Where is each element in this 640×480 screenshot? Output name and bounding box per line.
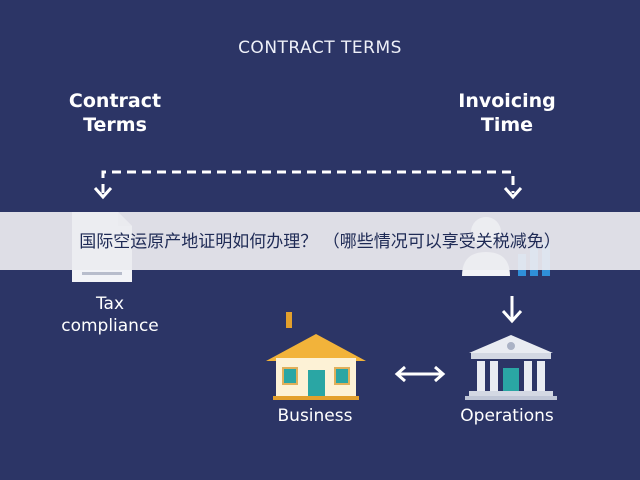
bank-building-icon xyxy=(465,335,557,400)
tax-compliance-line2: compliance xyxy=(61,316,159,336)
dashed-connector xyxy=(101,170,515,193)
operations-label: Operations xyxy=(460,406,554,426)
tax-compliance-line1: Tax xyxy=(95,294,125,314)
contract-terms-line2: Terms xyxy=(83,114,147,136)
down-arrow-left xyxy=(93,187,113,200)
house-icon xyxy=(266,312,366,400)
tax-compliance-label: Tax compliance xyxy=(30,293,190,337)
contract-terms-line1: Contract xyxy=(68,90,162,112)
invoicing-time-label: Invoicing Time xyxy=(432,89,582,137)
down-arrow-right xyxy=(503,187,523,200)
overlay-banner: 国际空运原产地证明如何办理？ （哪些情况可以享受关税减免） xyxy=(0,212,640,270)
page-title: CONTRACT TERMS xyxy=(238,38,402,58)
contract-terms-label: Contract Terms xyxy=(40,89,190,137)
down-arrow-operations xyxy=(501,296,523,324)
business-label: Business xyxy=(277,406,353,426)
bidirectional-arrow xyxy=(394,365,446,383)
overlay-banner-text: 国际空运原产地证明如何办理？ （哪些情况可以享受关税减免） xyxy=(79,232,561,252)
invoicing-time-line2: Time xyxy=(480,114,534,136)
invoicing-time-line1: Invoicing xyxy=(458,90,556,112)
